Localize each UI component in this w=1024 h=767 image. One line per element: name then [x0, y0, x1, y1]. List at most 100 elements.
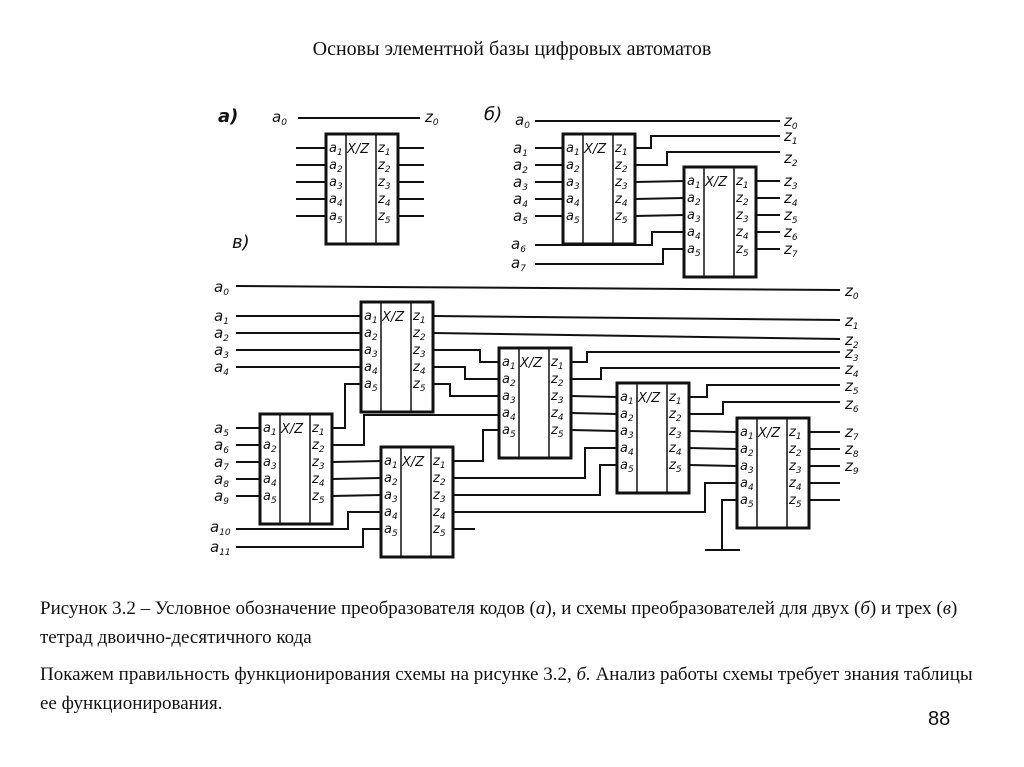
- block-input-pin: a1: [740, 425, 754, 442]
- block-function-label: X/Z: [583, 142, 607, 157]
- internal-wire: [433, 366, 499, 380]
- converter-block-v5: [258, 412, 334, 526]
- block-output-pin: z3: [668, 424, 682, 441]
- block-output-pin: z3: [432, 488, 446, 505]
- input-label: a2: [513, 156, 528, 176]
- wire-z2: [432, 332, 841, 340]
- block-input-pin: a3: [263, 455, 277, 472]
- internal-wire: [688, 447, 738, 450]
- block-function-label: X/Z: [401, 455, 425, 470]
- ground-wire: [721, 499, 737, 550]
- internal-wire: [688, 430, 738, 433]
- block-input-pin: a4: [502, 406, 516, 423]
- part-b-label: б): [484, 104, 502, 125]
- block-output-pin: z5: [788, 493, 802, 510]
- block-function-label: X/Z: [280, 422, 304, 437]
- converter-block-v4: [735, 416, 811, 530]
- wire-z5: [689, 384, 840, 398]
- block-output-pin: z4: [412, 360, 426, 377]
- caption-text-1: Рисунок 3.2 – Условное обозначение преоб…: [40, 598, 536, 619]
- input-label: a8: [214, 470, 229, 490]
- block-input-pin: a3: [364, 343, 378, 360]
- converter-block-a: [324, 132, 400, 246]
- wire-z1: [635, 135, 780, 149]
- block-input-pin: a3: [502, 389, 516, 406]
- block-input-pin: a5: [329, 209, 343, 226]
- block-output-pin: z3: [412, 343, 426, 360]
- block-input-pin: a2: [620, 407, 634, 424]
- internal-wire: [331, 494, 382, 497]
- internal-wire: [453, 464, 617, 496]
- block-input-pin: a2: [740, 442, 754, 459]
- block-function-label: X/Z: [381, 310, 405, 325]
- input-a11: a11: [210, 538, 231, 558]
- input-a6: a6: [511, 235, 526, 255]
- block-input-pin: a2: [329, 158, 343, 175]
- output-z3: z3: [844, 344, 859, 364]
- input-label: a5: [214, 419, 229, 439]
- block-input-pin: a3: [384, 488, 398, 505]
- block-input-pin: a2: [384, 471, 398, 488]
- internal-wire: [453, 447, 617, 479]
- output-label: z4: [783, 189, 798, 209]
- block-output-pin: z1: [788, 425, 802, 442]
- internal-wire: [570, 429, 618, 432]
- wire-z4: [571, 367, 840, 380]
- block-input-pin: a5: [687, 242, 701, 259]
- block-output-pin: z4: [550, 406, 564, 423]
- block-output-pin: z5: [377, 209, 391, 226]
- output-z1: z1: [783, 127, 798, 147]
- block-output-pin: z2: [311, 438, 325, 455]
- output-label: z7: [844, 423, 859, 443]
- block-input-pin: a1: [620, 390, 634, 407]
- block-output-pin: z1: [377, 141, 391, 158]
- block-input-pin: a4: [384, 505, 398, 522]
- output-z5: z5: [844, 377, 859, 397]
- block-output-pin: z4: [735, 225, 749, 242]
- block-output-pin: z3: [735, 208, 749, 225]
- converter-block-v3: [615, 381, 691, 495]
- block-input-pin: a1: [502, 355, 516, 372]
- internal-wire: [634, 197, 685, 200]
- figure-caption: Рисунок 3.2 – Условное обозначение преоб…: [40, 594, 980, 652]
- block-input-pin: a4: [740, 476, 754, 493]
- input-wire: [535, 248, 684, 265]
- converter-block-v6: [379, 445, 455, 559]
- block-output-pin: z2: [550, 372, 564, 389]
- block-input-pin: a4: [566, 192, 580, 209]
- block-input-pin: a5: [384, 522, 398, 539]
- block-input-pin: a4: [620, 441, 634, 458]
- input-label: a4: [513, 190, 528, 210]
- block-output-pin: z1: [432, 454, 446, 471]
- block-output-pin: z4: [668, 441, 682, 458]
- input-label: a3: [513, 173, 528, 193]
- output-z0: z0: [424, 108, 439, 128]
- part-v-label: в): [232, 232, 250, 253]
- block-input-pin: a5: [364, 377, 378, 394]
- internal-wire: [570, 395, 618, 398]
- wire-z2: [635, 151, 780, 166]
- block-input-pin: a5: [263, 489, 277, 506]
- input-wire: [236, 511, 381, 530]
- caption-italic-v: в: [942, 598, 951, 619]
- paragraph-italic: б.: [576, 664, 591, 685]
- block-output-pin: z5: [550, 423, 564, 440]
- input-a7: a7: [511, 254, 526, 274]
- block-output-pin: z2: [432, 471, 446, 488]
- input-label: a2: [214, 324, 229, 344]
- block-output-pin: z4: [432, 505, 446, 522]
- caption-text-2: ), и схемы преобразователей для двух (: [545, 598, 861, 619]
- internal-wire: [634, 214, 685, 217]
- block-input-pin: a2: [687, 191, 701, 208]
- block-input-pin: a2: [263, 438, 277, 455]
- internal-wire: [332, 383, 361, 429]
- block-output-pin: z3: [788, 459, 802, 476]
- block-input-pin: a5: [502, 423, 516, 440]
- block-output-pin: z1: [614, 141, 628, 158]
- part-a-label: а): [218, 106, 238, 127]
- block-input-pin: a3: [566, 175, 580, 192]
- block-input-pin: a1: [329, 141, 343, 158]
- input-label: a9: [214, 487, 229, 507]
- block-output-pin: z1: [311, 421, 325, 438]
